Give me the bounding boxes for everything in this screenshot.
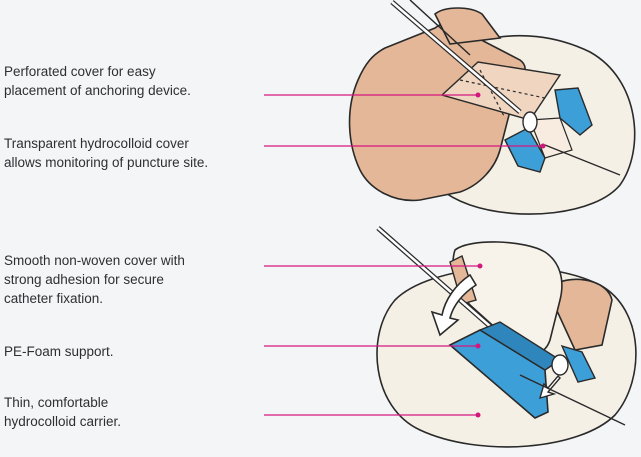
- label-line: Thin, comfortable: [4, 395, 109, 410]
- top-blue-foam-center: [504, 127, 546, 173]
- label-line: Smooth non-woven cover with: [4, 253, 185, 268]
- leader-lines: [264, 94, 543, 416]
- label-line: allows monitoring of puncture site.: [4, 155, 209, 170]
- bottom-catheter-clip: [551, 354, 569, 376]
- top-transparent-window: [529, 117, 573, 159]
- top-perforation-line: [459, 79, 546, 99]
- label-line: Transparent hydrocolloid cover: [4, 136, 189, 151]
- bottom-tan-pad: [551, 278, 613, 351]
- top-dressing: [348, 0, 636, 215]
- label-line: catheter fixation.: [4, 291, 104, 306]
- bottom-catheter-tube-inner: [377, 227, 501, 336]
- top-perforated-strip: [440, 61, 562, 121]
- label-line: PE-Foam support.: [4, 344, 114, 359]
- top-blue-foam-right: [554, 87, 593, 136]
- top-catheter-clip: [522, 111, 538, 133]
- top-catheter-tube-2: [409, 0, 471, 56]
- label-line: placement of anchoring device.: [4, 83, 191, 98]
- label-line: hydrocolloid carrier.: [4, 414, 122, 429]
- top-catheter-tube-inner: [391, 1, 521, 113]
- bottom-blue-foam-right: [560, 344, 597, 383]
- label-perforated-cover: Perforated cover for easy placement of a…: [4, 62, 259, 100]
- bottom-small-arrow: [538, 374, 561, 400]
- bottom-dressing: [376, 226, 637, 448]
- label-line: Perforated cover for easy: [4, 64, 156, 79]
- bottom-peel-arrow: [430, 273, 478, 337]
- label-pe-foam: PE-Foam support.: [4, 342, 259, 361]
- top-catheter-needle: [544, 144, 621, 176]
- label-transparent-cover: Transparent hydrocolloid cover allows mo…: [4, 134, 259, 172]
- label-line: strong adhesion for secure: [4, 272, 164, 287]
- label-nonwoven-cover: Smooth non-woven cover with strong adhes…: [4, 251, 259, 308]
- top-tan-tab: [433, 7, 502, 45]
- label-hydrocolloid-carrier: Thin, comfortable hydrocolloid carrier.: [4, 393, 259, 431]
- bottom-catheter-needle: [519, 374, 626, 426]
